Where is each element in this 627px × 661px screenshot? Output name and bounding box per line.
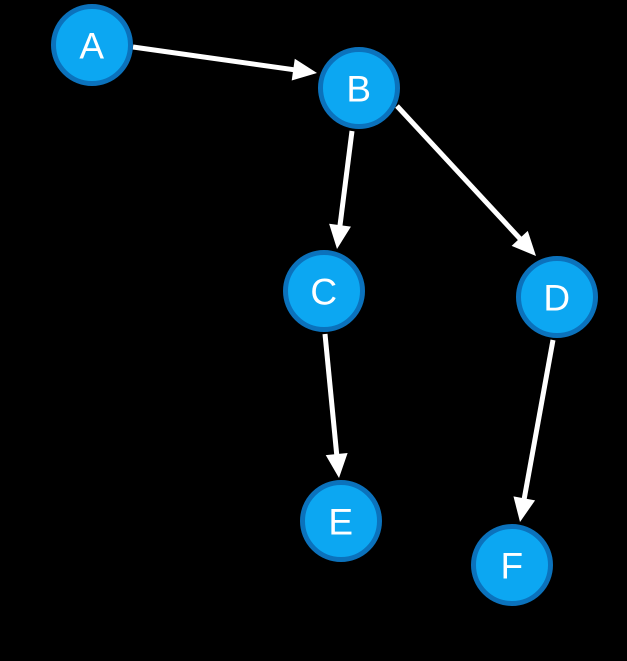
node-circle[interactable]: [283, 250, 365, 332]
graph-node-e[interactable]: E: [300, 480, 382, 562]
edge-line: [521, 339, 556, 502]
edge-line: [337, 130, 355, 229]
edges-layer: [132, 44, 556, 522]
node-label: F: [500, 546, 523, 587]
edge-c-e: [322, 333, 348, 478]
graph-node-a[interactable]: A: [51, 4, 133, 86]
edge-b-d: [395, 104, 536, 256]
node-circle[interactable]: [300, 480, 382, 562]
arrowhead-icon: [325, 453, 348, 478]
edge-a-b: [132, 44, 317, 81]
arrowhead-icon: [291, 58, 317, 81]
arrowhead-icon: [513, 496, 536, 522]
node-circle[interactable]: [318, 47, 400, 129]
edge-line: [132, 44, 297, 73]
node-circle[interactable]: [471, 524, 553, 606]
edge-d-f: [513, 339, 556, 522]
node-label: C: [310, 272, 337, 313]
node-circle[interactable]: [516, 256, 598, 338]
edge-line: [395, 104, 524, 243]
nodes-layer: A B C D E F: [51, 4, 598, 606]
graph-node-d[interactable]: D: [516, 256, 598, 338]
node-label: E: [328, 502, 353, 543]
graph-node-f[interactable]: F: [471, 524, 553, 606]
edge-b-c: [329, 130, 355, 249]
arrowhead-icon: [329, 223, 351, 249]
graph-node-b[interactable]: B: [318, 47, 400, 129]
node-label: D: [543, 278, 570, 319]
graph-node-c[interactable]: C: [283, 250, 365, 332]
node-label: A: [79, 26, 104, 67]
node-label: B: [346, 69, 371, 110]
arrowhead-icon: [511, 230, 536, 256]
node-circle[interactable]: [51, 4, 133, 86]
edge-line: [322, 333, 340, 458]
